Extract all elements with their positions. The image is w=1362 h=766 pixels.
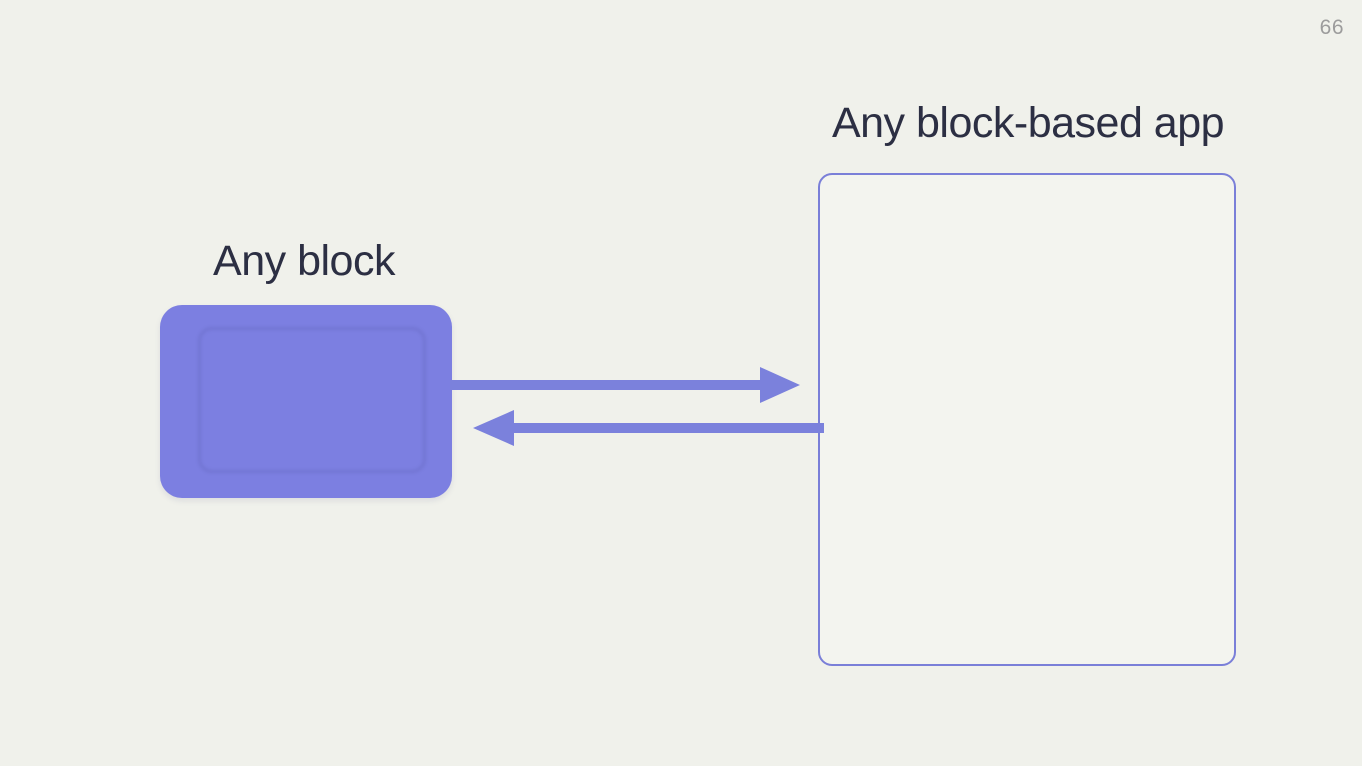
block-inner-outline (198, 327, 426, 473)
app-box-outline (818, 173, 1236, 666)
app-box-title: Any block-based app (831, 99, 1225, 147)
data-flow-arrows (450, 367, 824, 446)
block-label: Any block (213, 237, 395, 285)
left-arrow-icon (473, 410, 824, 446)
any-block-shape (160, 305, 452, 498)
page-number: 66 (1319, 16, 1344, 39)
right-arrow-icon (450, 367, 800, 403)
